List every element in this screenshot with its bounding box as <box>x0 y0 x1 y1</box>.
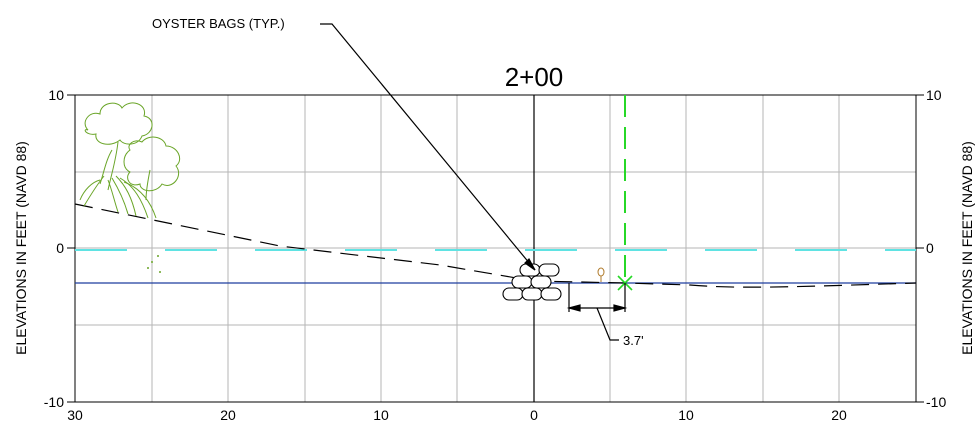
left-axis-title: ELEVATIONS IN FEET (NAVD 88) <box>13 141 29 355</box>
right-tick-marks <box>916 94 924 403</box>
y-tick-left-0: 0 <box>56 240 64 256</box>
x-tick-30: 30 <box>67 407 83 423</box>
grid <box>75 95 916 402</box>
oyster-leader <box>320 23 536 271</box>
marsh-dots <box>147 255 161 273</box>
x-tick-20-left: 20 <box>220 407 236 423</box>
stake-marker-icon <box>597 267 605 282</box>
y-tick-right-neg10: -10 <box>926 394 946 410</box>
y-tick-left-10: 10 <box>48 87 64 103</box>
left-tick-marks <box>67 94 75 403</box>
x-tick-10-left: 10 <box>373 407 389 423</box>
right-axis-title: ELEVATIONS IN FEET (NAVD 88) <box>959 141 975 355</box>
oyster-bags-callout: OYSTER BAGS (TYP.) <box>152 16 285 31</box>
x-tick-10-right: 10 <box>678 407 694 423</box>
existing-grade-line <box>74 203 917 288</box>
y-tick-left-neg10: -10 <box>44 394 64 410</box>
oyster-bags <box>502 263 562 301</box>
y-tick-right-10: 10 <box>926 87 942 103</box>
x-tick-0: 0 <box>530 407 538 423</box>
y-tick-right-0: 0 <box>926 240 934 256</box>
mangrove-tree-icon <box>79 102 181 219</box>
dimension-label: 3.7' <box>623 333 644 348</box>
x-tick-20-right: 20 <box>831 407 847 423</box>
dimension-marker <box>566 283 628 341</box>
station-label: 2+00 <box>505 62 564 92</box>
